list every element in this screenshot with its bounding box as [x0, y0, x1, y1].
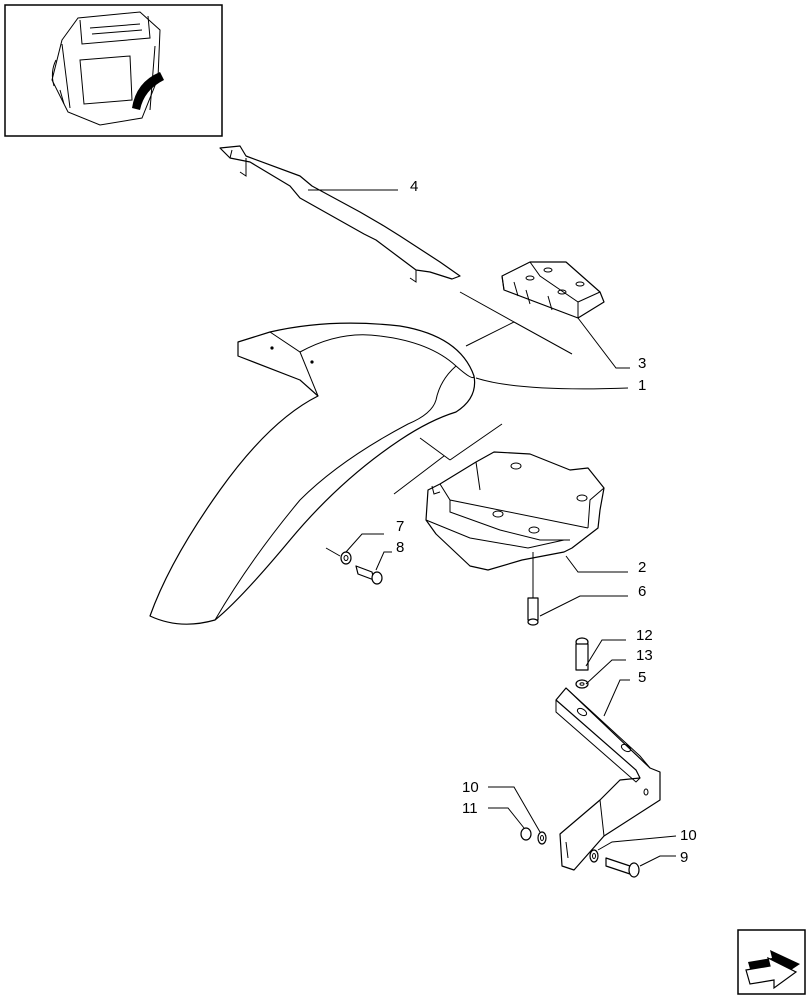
callout-11: 11 [462, 800, 478, 817]
callout-1: 1 [638, 377, 646, 394]
cab-location-thumbnail-icon[interactable] [4, 4, 223, 137]
assembly-lines [393, 291, 573, 495]
callout-6: 6 [638, 583, 646, 600]
callout-8: 8 [396, 539, 404, 556]
part-4-trim-strip [219, 145, 461, 283]
callout-5: 5 [638, 669, 646, 686]
part-3-mount-block [501, 261, 605, 319]
callout-4: 4 [410, 178, 418, 195]
callout-labels: 4 3 1 7 8 2 6 12 13 5 10 11 10 9 [396, 178, 697, 866]
leader-lines [308, 189, 677, 867]
part-1-fender [149, 322, 476, 625]
callout-13: 13 [636, 647, 653, 664]
next-page-arrow-icon[interactable] [737, 929, 806, 995]
part-5-support-bracket [555, 687, 661, 871]
part-9-10-11-fasteners [520, 827, 640, 878]
callout-3: 3 [638, 355, 646, 372]
callout-7: 7 [396, 518, 404, 535]
callout-10-right: 10 [680, 827, 697, 844]
callout-12: 12 [636, 627, 653, 644]
callout-10-left: 10 [462, 779, 479, 796]
callout-9: 9 [680, 849, 688, 866]
part-7-8-washer-screw [325, 547, 383, 585]
callout-2: 2 [638, 559, 646, 576]
part-2-cover [425, 451, 605, 571]
part-6-bolt [527, 552, 539, 626]
part-12-13-bolt-washer [575, 637, 589, 689]
